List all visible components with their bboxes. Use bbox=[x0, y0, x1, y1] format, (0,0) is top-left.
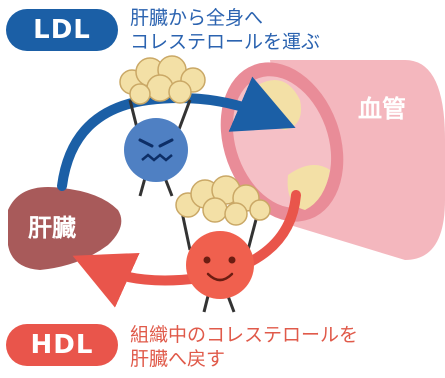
ldl-description-line1: 肝臓から全身へ bbox=[130, 7, 264, 29]
hdl-character bbox=[175, 175, 271, 313]
ldl-ball bbox=[124, 118, 188, 182]
hdl-ball bbox=[186, 231, 254, 299]
vessel-label: 血管 bbox=[358, 95, 406, 123]
hdl-description: 組織中のコレステロールを 肝臓へ戻す bbox=[130, 323, 358, 371]
liver-label: 肝臓 bbox=[28, 214, 76, 242]
hdl-cholesterol-cloud bbox=[175, 175, 271, 226]
blood-vessel: 血管 bbox=[220, 60, 445, 260]
hdl-badge: HDL bbox=[6, 324, 118, 366]
liver: 肝臓 bbox=[8, 186, 122, 270]
ldl-character bbox=[119, 55, 206, 197]
ldl-description: 肝臓から全身へ コレステロールを運ぶ bbox=[130, 6, 320, 54]
ldl-cholesterol-cloud bbox=[119, 55, 206, 105]
hdl-description-line2: 肝臓へ戻す bbox=[130, 348, 226, 370]
ldl-description-line2: コレステロールを運ぶ bbox=[130, 31, 321, 53]
hdl-description-line1: 組織中のコレステロールを bbox=[130, 324, 359, 346]
ldl-badge: LDL bbox=[6, 9, 118, 51]
